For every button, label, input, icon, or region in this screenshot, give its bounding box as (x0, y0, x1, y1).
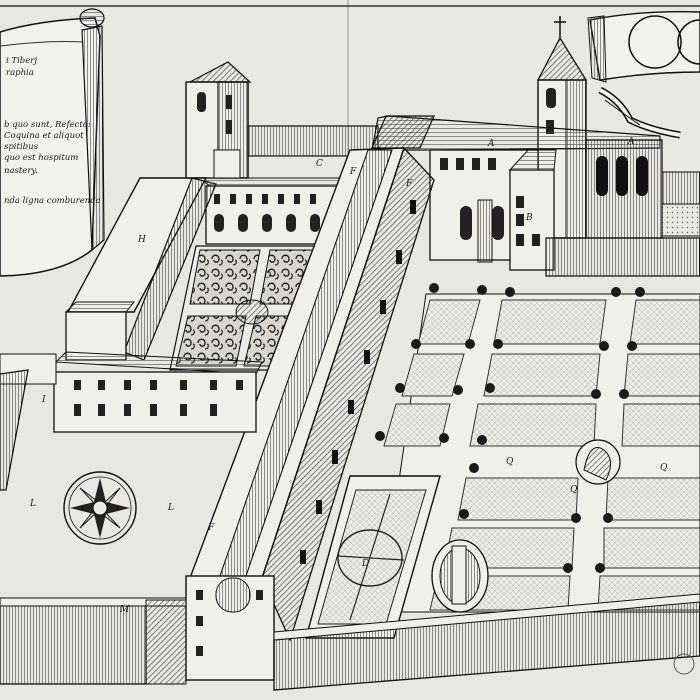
scroll-cartouche (0, 8, 105, 277)
scroll-text-line-7: nastery. (4, 166, 38, 176)
label-q-2: Q (660, 463, 668, 473)
scroll-text-line-4: Coquina et aliquot (4, 131, 84, 141)
label-f-top-1: F (350, 167, 357, 177)
parterre-garden (305, 475, 441, 639)
label-d-cloister: D (264, 271, 272, 281)
compass-rose (63, 471, 137, 545)
label-i: I (42, 395, 46, 405)
ribbon-cartouche (587, 10, 700, 139)
label-a-choir: A (628, 137, 635, 147)
scroll-text-line-1: i Tiberj (6, 56, 37, 66)
seal-ring (628, 15, 682, 69)
scroll-text-line-5: spitibus (4, 142, 38, 152)
scroll-text-line-6: quo est hospitum (4, 153, 79, 163)
label-l-right: L (168, 503, 174, 513)
label-c: C (316, 159, 323, 169)
label-q-1: Q (506, 457, 514, 467)
formal-garden (375, 283, 700, 613)
label-f-bottom: F (208, 523, 215, 533)
cloister (169, 177, 341, 371)
label-d-parterre: D (362, 559, 370, 569)
scroll-text-line-8: nda ligna comburenda (4, 196, 101, 206)
label-m: M (120, 605, 130, 615)
label-q-3: Q (570, 485, 578, 495)
scroll-text-line-2: raphia (6, 68, 34, 78)
enclosure-wall (0, 593, 700, 691)
scroll-text-line-3: b quo sunt, Refecto: (4, 120, 91, 130)
label-l-left: L (30, 499, 36, 509)
label-b: B (526, 213, 533, 223)
label-f-top-2: F (406, 179, 413, 189)
wing-h (64, 177, 217, 361)
long-dormitory (185, 146, 435, 681)
label-a-nave: A (488, 139, 495, 149)
church-building (371, 16, 700, 271)
round-basin (431, 539, 489, 613)
left-tower (185, 61, 252, 179)
label-h: H (138, 235, 146, 245)
refectory-wing (0, 351, 263, 491)
garden-wall-east (545, 237, 700, 277)
